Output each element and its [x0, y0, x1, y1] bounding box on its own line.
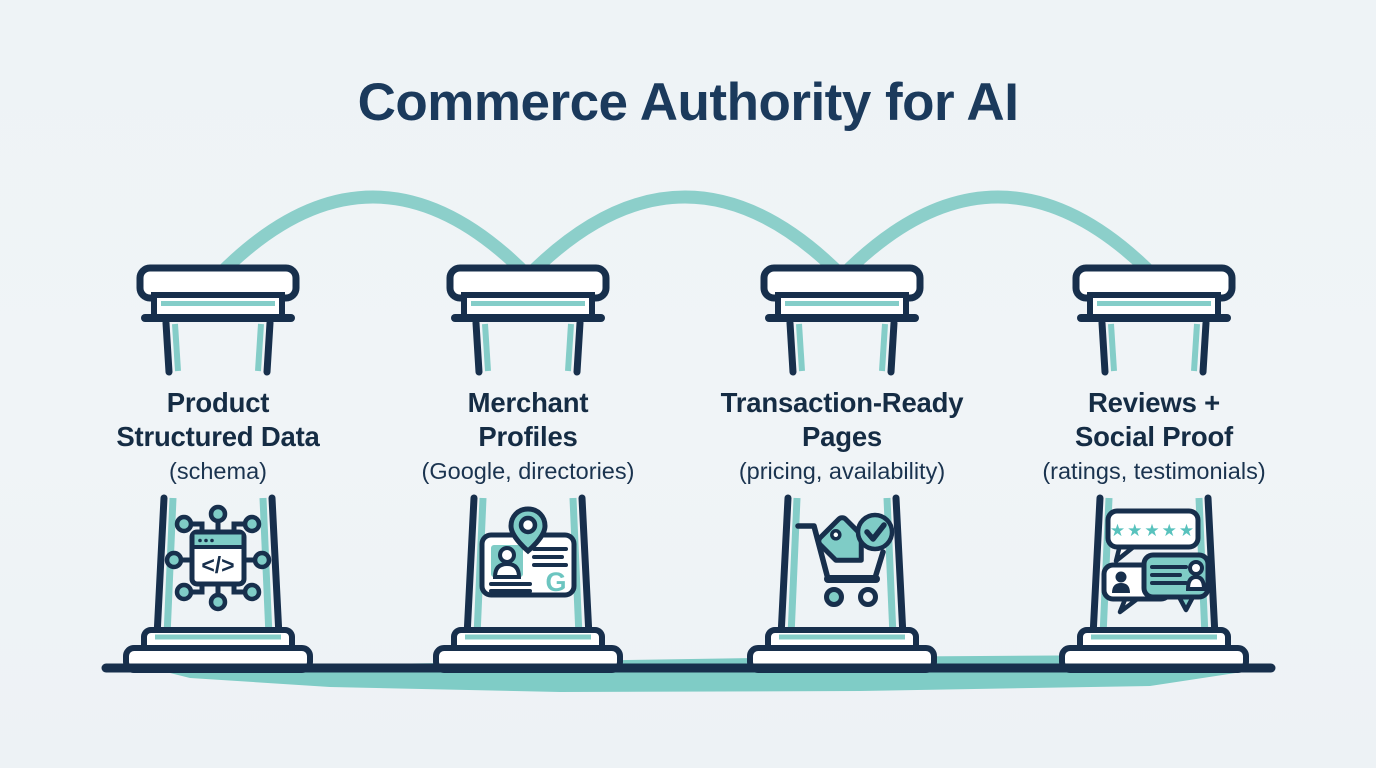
pillar-4-subtitle: (ratings, testimonials) — [1042, 458, 1266, 484]
pillar-3-title-line2: Pages — [801, 421, 883, 452]
pillar-1-title-line1: Product — [166, 387, 270, 418]
arc-pillar2-pillar3 — [521, 190, 849, 283]
pillar-3-title-line1: Transaction-Ready — [720, 387, 964, 418]
transaction-cart-icon — [788, 502, 908, 620]
pillar-4-title-line1: Reviews + — [1088, 387, 1220, 418]
pillar-1-text: Product Structured Data (schema) — [58, 386, 378, 486]
stars-glyph: ★★★★★ — [1110, 521, 1196, 541]
reviews-social-proof-icon: ★★★★★ — [1094, 505, 1214, 623]
code-glyph: </> — [201, 552, 234, 578]
pillar-1-subtitle: (schema) — [169, 458, 267, 484]
google-g-glyph: G — [545, 567, 566, 597]
pillar-2-title-line2: Profiles — [478, 421, 578, 452]
pillar-3-subtitle: (pricing, availability) — [738, 458, 946, 484]
arc-pillar3-pillar4 — [835, 190, 1161, 283]
pillar-3-text: Transaction-Ready Pages (pricing, availa… — [682, 386, 1002, 486]
structured-data-schema-icon: </> — [162, 502, 282, 620]
pillar-2-text: Merchant Profiles (Google, directories) — [368, 386, 688, 486]
pillar-1-title-line2: Structured Data — [116, 421, 320, 452]
pillar-2-subtitle: (Google, directories) — [421, 458, 635, 484]
pillar-4-title-line2: Social Proof — [1074, 421, 1234, 452]
pillar-4-text: Reviews + Social Proof (ratings, testimo… — [994, 386, 1314, 486]
page-title: Commerce Authority for AI — [357, 73, 1019, 132]
arc-pillar1-pillar2 — [211, 190, 535, 283]
pillar-2-title-line1: Merchant — [467, 387, 589, 418]
merchant-profile-card-icon: G — [474, 505, 594, 623]
